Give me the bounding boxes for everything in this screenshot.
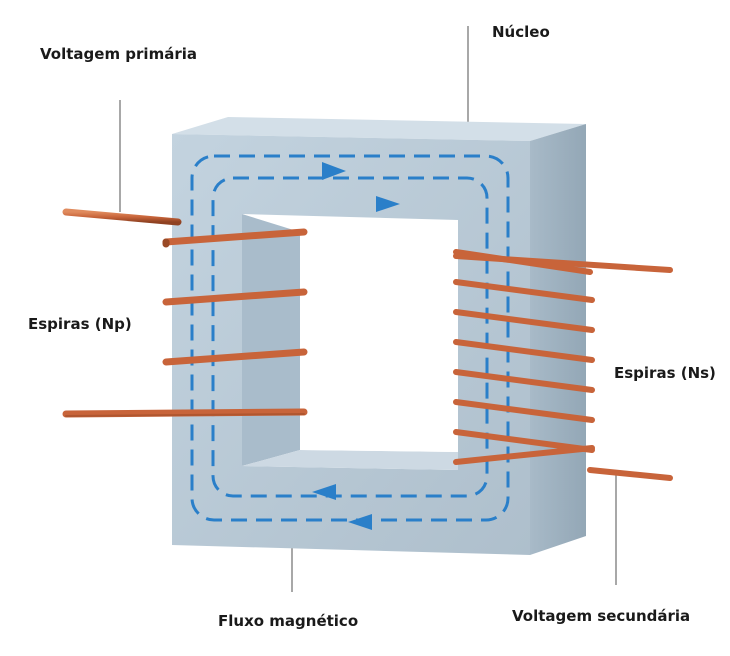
core-window-bottom-wall <box>242 450 458 470</box>
secondary-voltage-label: Voltagem secundária <box>512 607 691 625</box>
core-window-back <box>300 232 458 452</box>
core-top-face <box>172 117 586 141</box>
flux-arrows <box>312 162 400 530</box>
core-window-left-wall <box>242 214 300 466</box>
flux-outer-loop <box>190 154 510 522</box>
secondary-turns-label: Espiras (Ns) <box>614 364 716 382</box>
arrowhead-icon <box>376 196 400 212</box>
secondary-lead-bottom <box>587 467 673 481</box>
arrowhead-icon <box>312 484 336 500</box>
primary-voltage-label: Voltagem primária <box>40 45 197 63</box>
magnetic-flux-label: Fluxo magnético <box>218 612 359 630</box>
secondary-lead-top <box>453 253 673 273</box>
primary-winding <box>62 208 308 418</box>
primary-lead-bottom <box>62 408 308 418</box>
primary-turns-label: Espiras (Np) <box>28 315 132 333</box>
magnetic-flux-paths <box>190 154 510 522</box>
core-side-face <box>530 124 586 555</box>
primary-lead-top <box>62 208 182 226</box>
flux-inner-loop <box>211 176 489 498</box>
arrowhead-icon <box>322 162 346 180</box>
core-label: Núcleo <box>492 23 550 41</box>
arrowhead-icon <box>348 514 372 530</box>
secondary-winding <box>453 249 673 481</box>
